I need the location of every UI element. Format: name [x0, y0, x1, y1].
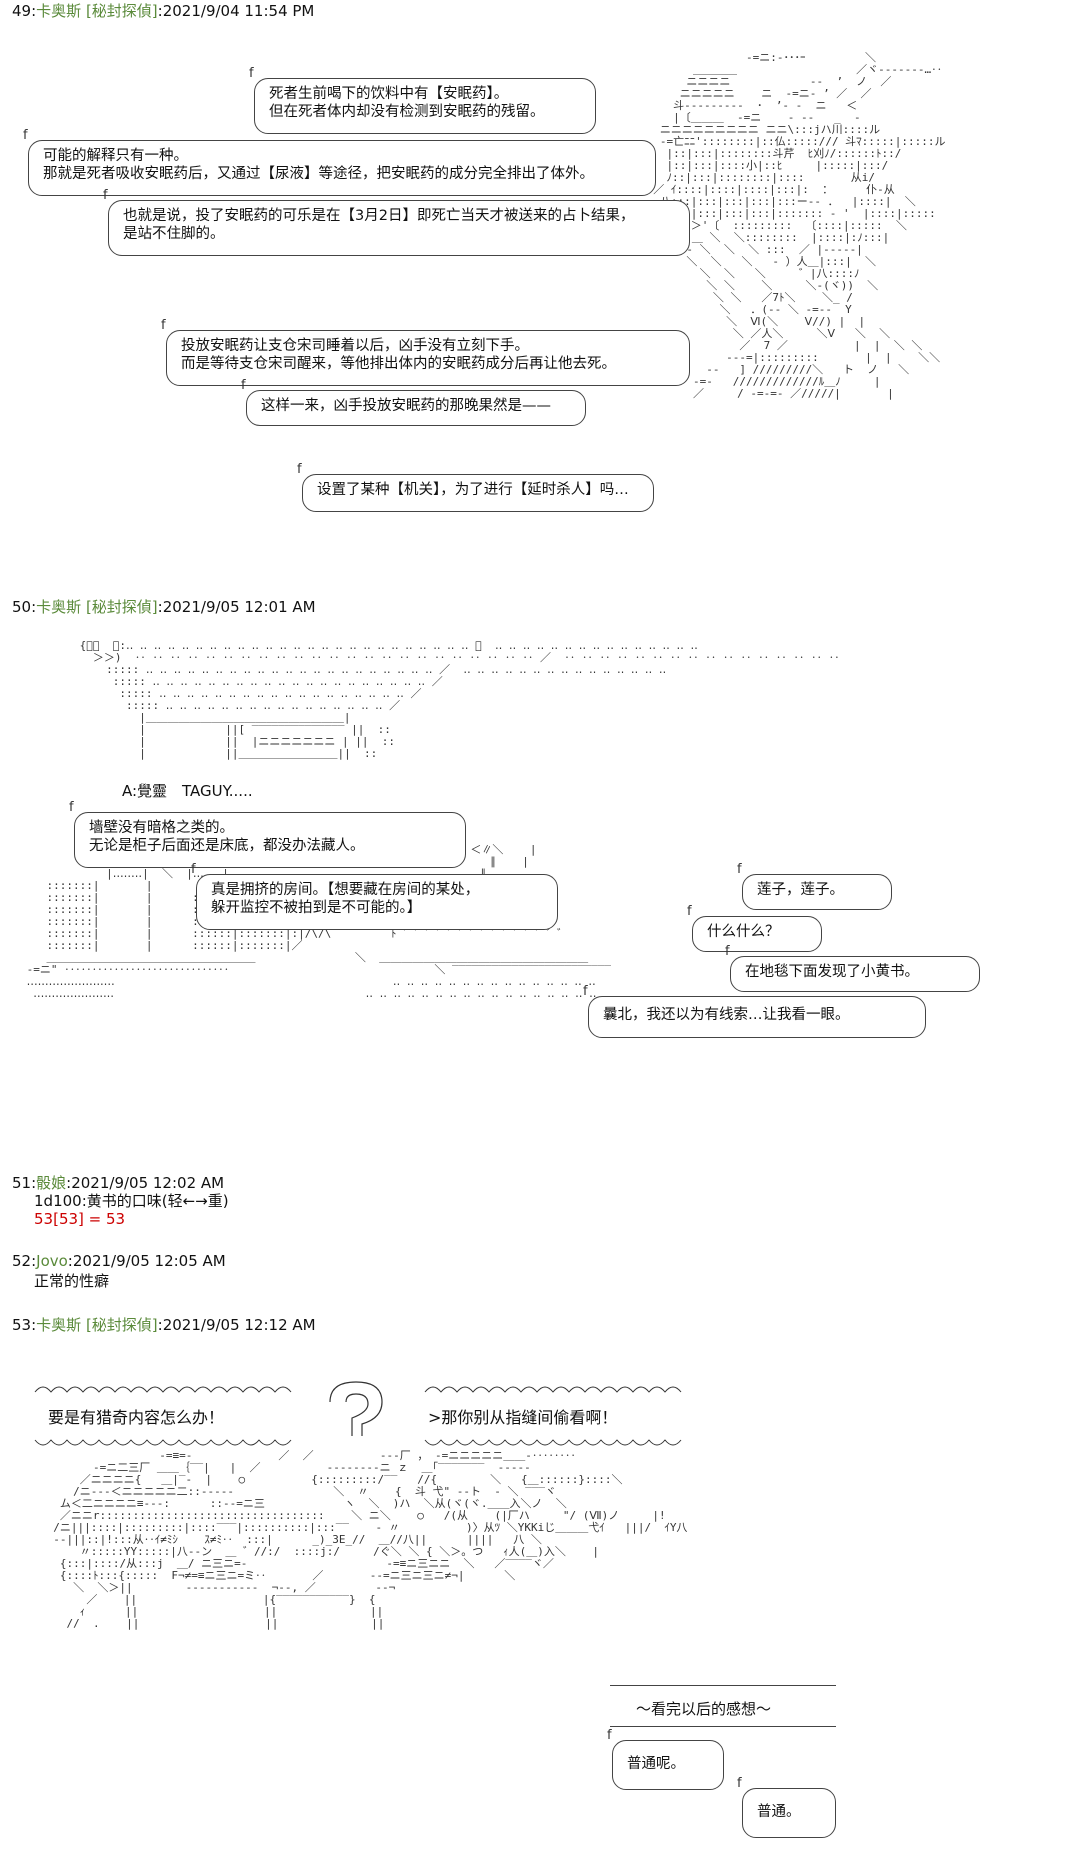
poster-name[interactable]: 卡奥斯 [36, 2, 82, 20]
post-header-53: 53:卡奥斯 [秘封探偵]:2021/9/05 12:12 AM [12, 1314, 316, 1335]
bubble-mark: f [725, 944, 730, 959]
post-header-50: 50:卡奥斯 [秘封探偵]:2021/9/05 12:01 AM [12, 596, 316, 617]
poster-trip: [秘封探偵] [85, 598, 158, 616]
speech-bubble-53-1: f 普通呢。 [607, 1728, 724, 1790]
bubble-line: 那就是死者吸收安眠药后，又通过【尿液】等途径，把安眠药的成分完全排出了体外。 [43, 166, 594, 182]
bubble-line: 在地毯下面发现了小黄书。 [745, 964, 919, 980]
bubble-line: 曩北，我还以为有线索…让我看一眼。 [603, 1007, 850, 1023]
speech-bubble-50-1: f 墙壁没有暗格之类的。 无论是柜子后面还是床底，都没办法藏人。 [69, 800, 466, 868]
post-time: :2021/9/05 12:05 AM [67, 1252, 226, 1270]
bubble-line: 普通。 [757, 1804, 801, 1820]
question-mark-figure [329, 1381, 383, 1436]
bubble-line: 躲开监控不被拍到是不可能的。】 [211, 900, 422, 916]
post-time: :2021/9/05 12:01 AM [157, 598, 316, 616]
ascii-art-figure-49: ‐=ニ:‐･･･ｰ ＼ ＿＿＿＿ ／ヾ‐‐‐‐‐‐‐…‥ ニニニニ ‐‐ ’ ノ… [653, 51, 946, 400]
post-number[interactable]: 52: [12, 1252, 37, 1270]
shout-text-right: >那你别从指缝间偷看啊！ [428, 1408, 618, 1427]
room-label: A:覺靈 TAGUY..... [122, 782, 253, 800]
caption-text: ～看完以后的感想～ [636, 1700, 772, 1718]
post-number[interactable]: 53: [12, 1316, 37, 1334]
post-body-52: 正常的性癖 [34, 1272, 109, 1290]
caption-bottom-rule [610, 1726, 836, 1727]
bubble-mark: f [69, 800, 74, 815]
bubble-line: 但在死者体内却没有检测到安眠药的残留。 [269, 104, 545, 120]
bubble-line: 墙壁没有暗格之类的。 [89, 820, 234, 836]
speech-bubble-50-5: f 在地毯下面发现了小黄书。 [725, 944, 980, 992]
shout-bubble-right [424, 1386, 682, 1446]
speech-bubble-50-2: f 真是拥挤的房间。【想要藏在房间的某处， 躲开监控不被拍到是不可能的。】 [191, 862, 558, 930]
speech-bubble-53-2: f 普通。 [737, 1776, 836, 1838]
bubble-mark: f [737, 1776, 742, 1791]
poster-name[interactable]: 卡奥斯 [36, 1316, 82, 1334]
bubble-line: 莲子，莲子。 [757, 882, 844, 898]
bubble-mark: f [249, 66, 254, 81]
post-number[interactable]: 50: [12, 598, 37, 616]
post-header-49: 49:卡奥斯 [秘封探偵]:2021/9/04 11:54 PM [12, 0, 314, 21]
speech-bubble-49-6: f 设置了某种【机关】，为了进行【延时杀人】吗… [297, 462, 654, 512]
bubble-mark: f [161, 318, 166, 333]
poster-trip: [秘封探偵] [85, 2, 158, 20]
dice-result-line: 53[53] = 53 [34, 1210, 126, 1228]
poster-name[interactable]: Jovo [36, 1252, 68, 1270]
poster-trip: [秘封探偵] [85, 1316, 158, 1334]
caption-top-rule [610, 1685, 836, 1686]
shout-text-left: 要是有猎奇内容怎么办！ [48, 1408, 225, 1427]
post-number[interactable]: 49: [12, 2, 37, 20]
bubble-line: 是站不住脚的。 [123, 226, 225, 242]
bubble-line: 无论是柜子后面还是床底，都没办法藏人。 [89, 838, 365, 854]
bubble-mark: f [687, 904, 692, 919]
speech-bubble-49-2: f 可能的解释只有一种。 那就是死者吸收安眠药后，又通过【尿液】等途径，把安眠药… [23, 128, 656, 196]
post-body-51: 1d100:黄书的口味(轻←→重) 53[53] = 53 [34, 1192, 229, 1228]
speech-bubble-50-6: f 曩北，我还以为有线索…让我看一眼。 [583, 984, 926, 1038]
post-text: 正常的性癖 [34, 1272, 110, 1290]
bubble-line: 死者生前喝下的饮料中有【安眠药】。 [269, 86, 509, 102]
bubble-mark: f [23, 128, 28, 143]
bubble-line: 也就是说，投了安眠药的可乐是在【3月2日】即死亡当天才被送来的占卜结果， [123, 208, 635, 224]
post-time: :2021/9/05 12:12 AM [157, 1316, 316, 1334]
bubble-line: 可能的解释只有一种。 [43, 148, 188, 164]
bubble-line: 投放安眠药让支仓宋司睡着以后，凶手没有立刻下手。 [181, 338, 529, 354]
post-time: :2021/9/05 12:02 AM [66, 1174, 225, 1192]
speech-bubble-50-4: f 什么什么？ [687, 904, 822, 952]
speech-bubble-49-4: f 投放安眠药让支仓宋司睡着以后，凶手没有立刻下手。 而是等待支仓宋司醒来，等他… [161, 318, 690, 386]
bubble-line: 真是拥挤的房间。【想要藏在房间的某处， [211, 882, 480, 898]
poster-name[interactable]: 卡奥斯 [36, 598, 82, 616]
poster-name[interactable]: 骰娘 [36, 1174, 67, 1192]
speech-bubble-49-3: f 也就是说，投了安眠药的可乐是在【3月2日】即死亡当天才被送来的占卜结果， 是… [103, 188, 690, 256]
speech-bubble-49-5: f 这样一来，凶手投放安眠药的那晚果然是—— [241, 378, 586, 426]
shout-bubble-left [34, 1386, 292, 1446]
post-header-51: 51:骰娘:2021/9/05 12:02 AM [12, 1172, 224, 1193]
bubble-mark: f [191, 862, 196, 877]
post-time: :2021/9/04 11:54 PM [157, 2, 315, 20]
bubble-mark: f [737, 862, 742, 877]
bubble-mark: f [583, 984, 588, 999]
ascii-art-characters-53: ‐=≡=‐ ／ ／ ‐‐‐厂 ， ‐=ニニニニニ＿＿‐‥‥‥‥ ‐=ニ二三厂 ＿… [53, 1449, 688, 1630]
bubble-line: 什么什么？ [707, 924, 780, 940]
ascii-art-room-50: {ﾞ（ ）:‥ ‥ ‥ ‥ ‥ ‥ ‥ ‥ ‥ ‥ ‥ ‥ ‥ ‥ ‥ ‥ ‥ … [79, 639, 840, 760]
bubble-line: 设置了某种【机关】，为了进行【延时杀人】吗… [317, 482, 629, 498]
bubble-line: 而是等待支仓宋司醒来，等他排出体内的安眠药成分后再让他去死。 [181, 356, 616, 372]
speech-bubble-50-3: f 莲子，莲子。 [737, 862, 892, 910]
bubble-line: 普通呢。 [627, 1756, 685, 1772]
post-number[interactable]: 51: [12, 1174, 37, 1192]
bubble-mark: f [241, 378, 246, 393]
post-header-52: 52:Jovo:2021/9/05 12:05 AM [12, 1252, 226, 1270]
speech-bubble-49-1: f 死者生前喝下的饮料中有【安眠药】。 但在死者体内却没有检测到安眠药的残留。 [249, 66, 596, 134]
dice-roll-line: 1d100:黄书的口味(轻←→重) [34, 1192, 229, 1210]
bubble-mark: f [607, 1728, 612, 1743]
bubble-line: 这样一来，凶手投放安眠药的那晚果然是—— [261, 398, 551, 414]
bubble-mark: f [103, 188, 108, 203]
bubble-mark: f [297, 462, 302, 477]
